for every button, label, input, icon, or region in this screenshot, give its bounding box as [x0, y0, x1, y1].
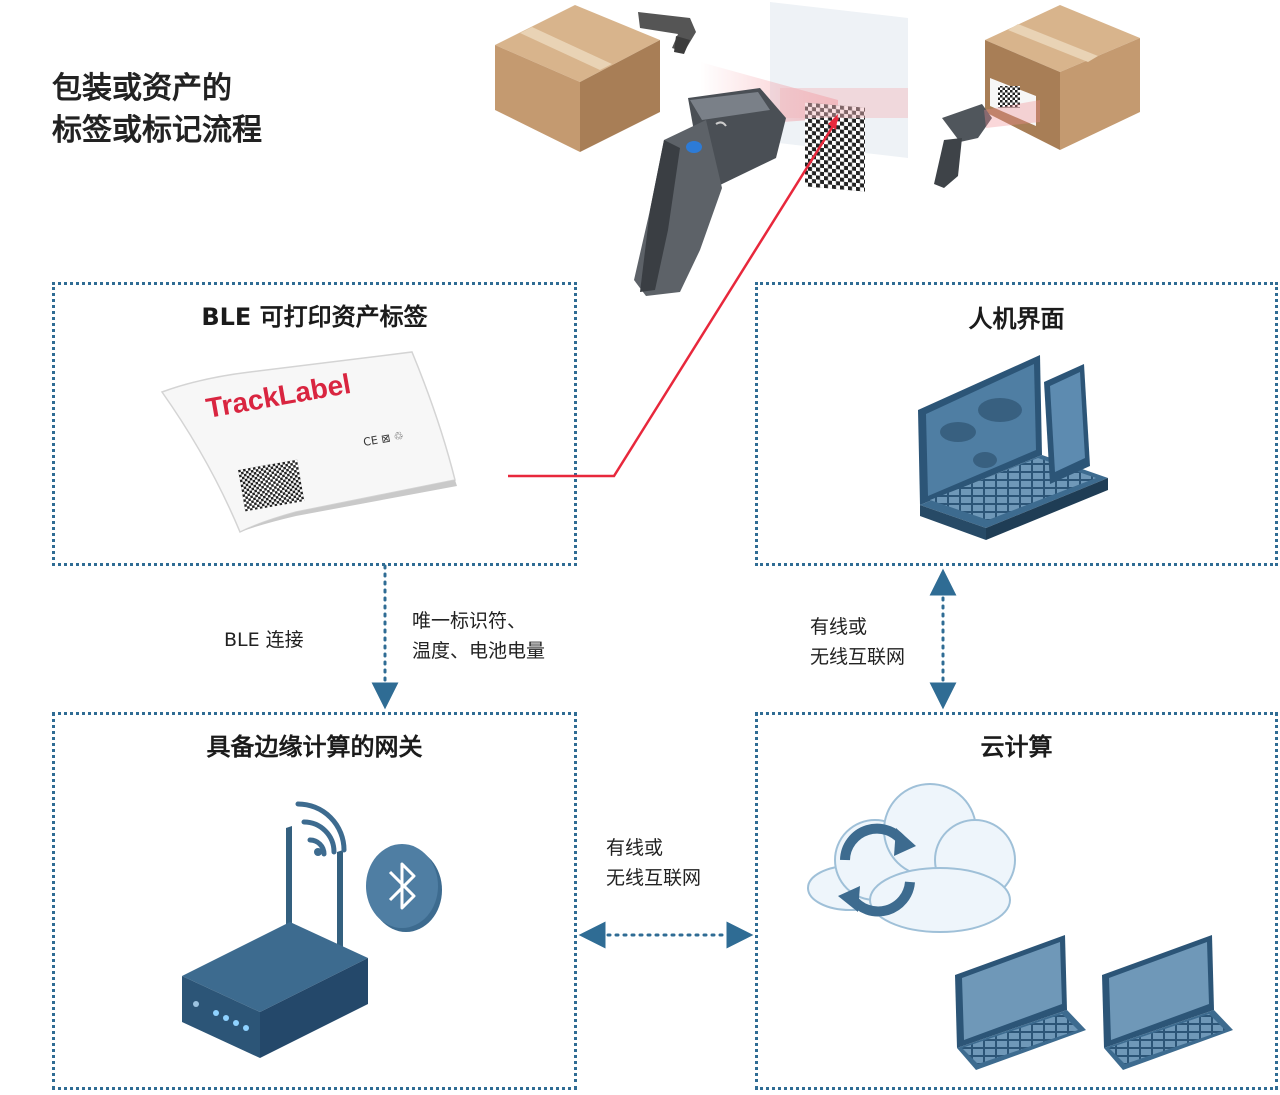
gateway-box: 具备边缘计算的网关: [52, 712, 577, 1090]
cloud-sync-icon: [807, 783, 1016, 933]
ble-label-box: BLE 可打印资产标签: [52, 282, 577, 566]
data-payload-line-2: 温度、电池电量: [412, 640, 546, 662]
scan-link-line: [508, 117, 840, 478]
wifi-icon: [295, 801, 347, 857]
gateway-cloud-line-1: 有线或: [606, 837, 664, 859]
data-payload-label: 唯一标识符、 温度、电池电量: [412, 606, 545, 666]
gateway-cloud-link-label: 有线或 无线互联网: [606, 833, 701, 893]
cloud-box-title: 云计算: [980, 733, 1053, 761]
labeled-box-icon: [985, 5, 1140, 150]
gateway-box-title: 具备边缘计算的网关: [206, 733, 423, 761]
bluetooth-icon: [366, 844, 442, 932]
laptop-2-icon: [955, 935, 1086, 1070]
label-sticker-icon: TrackLabel CE ⊠ ♲: [160, 351, 457, 534]
laptop-3-icon: [1102, 935, 1233, 1070]
small-scanner-icon: [638, 12, 696, 54]
router-icon: [182, 826, 368, 1058]
data-payload-line-1: 唯一标识符、: [412, 610, 527, 632]
title-line-2: 标签或标记流程: [52, 113, 262, 148]
hmi-cloud-link-label: 有线或 无线互联网: [810, 612, 905, 672]
hmi-cloud-line-1: 有线或: [810, 616, 868, 638]
hmi-box: 人机界面: [755, 282, 1278, 566]
hmi-cloud-line-2: 无线互联网: [810, 646, 906, 668]
barcode-scanner-icon: [634, 88, 786, 296]
cardboard-box-icon: [495, 5, 660, 152]
qr-code-icon: [700, 2, 908, 192]
ble-label-box-title: BLE 可打印资产标签: [201, 303, 428, 331]
cloud-box: 云计算: [755, 712, 1278, 1090]
tablet-icon: [1044, 364, 1090, 484]
diagram-title: 包装或资产的 标签或标记流程: [52, 68, 262, 152]
hmi-box-title: 人机界面: [968, 305, 1065, 333]
gateway-cloud-line-2: 无线互联网: [606, 867, 702, 889]
title-line-1: 包装或资产的: [52, 71, 232, 106]
small-scanner-2-icon: [934, 100, 1040, 188]
ble-connection-label: BLE 连接: [224, 629, 304, 651]
